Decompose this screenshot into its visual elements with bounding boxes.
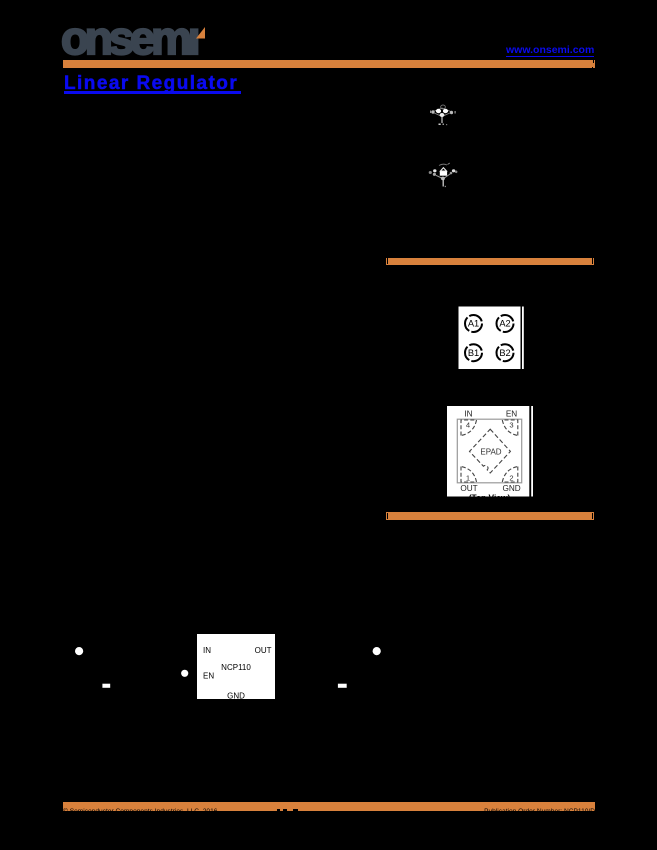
svg-text:IN: IN xyxy=(464,410,472,419)
svg-text:A2: A2 xyxy=(499,319,510,329)
svg-text:2: 2 xyxy=(509,474,513,483)
svg-text:1: 1 xyxy=(466,474,470,483)
svg-text:A1: A1 xyxy=(468,319,479,329)
svg-text:B2: B2 xyxy=(499,348,510,358)
svg-text:4: 4 xyxy=(466,421,470,430)
svg-text:OUT: OUT xyxy=(255,646,272,655)
svg-text:IN: IN xyxy=(203,646,211,655)
svg-text:EN: EN xyxy=(506,410,517,419)
svg-text:OUT: OUT xyxy=(460,484,477,493)
svg-text:GND: GND xyxy=(502,484,520,493)
svg-text:B1: B1 xyxy=(468,348,479,358)
svg-text:NCP110: NCP110 xyxy=(221,663,251,672)
svg-text:3: 3 xyxy=(509,421,513,430)
svg-text:(Top View): (Top View) xyxy=(469,493,511,502)
svg-text:GND: GND xyxy=(227,692,245,701)
svg-text:EPAD: EPAD xyxy=(480,447,501,456)
svg-text:EN: EN xyxy=(203,672,214,681)
